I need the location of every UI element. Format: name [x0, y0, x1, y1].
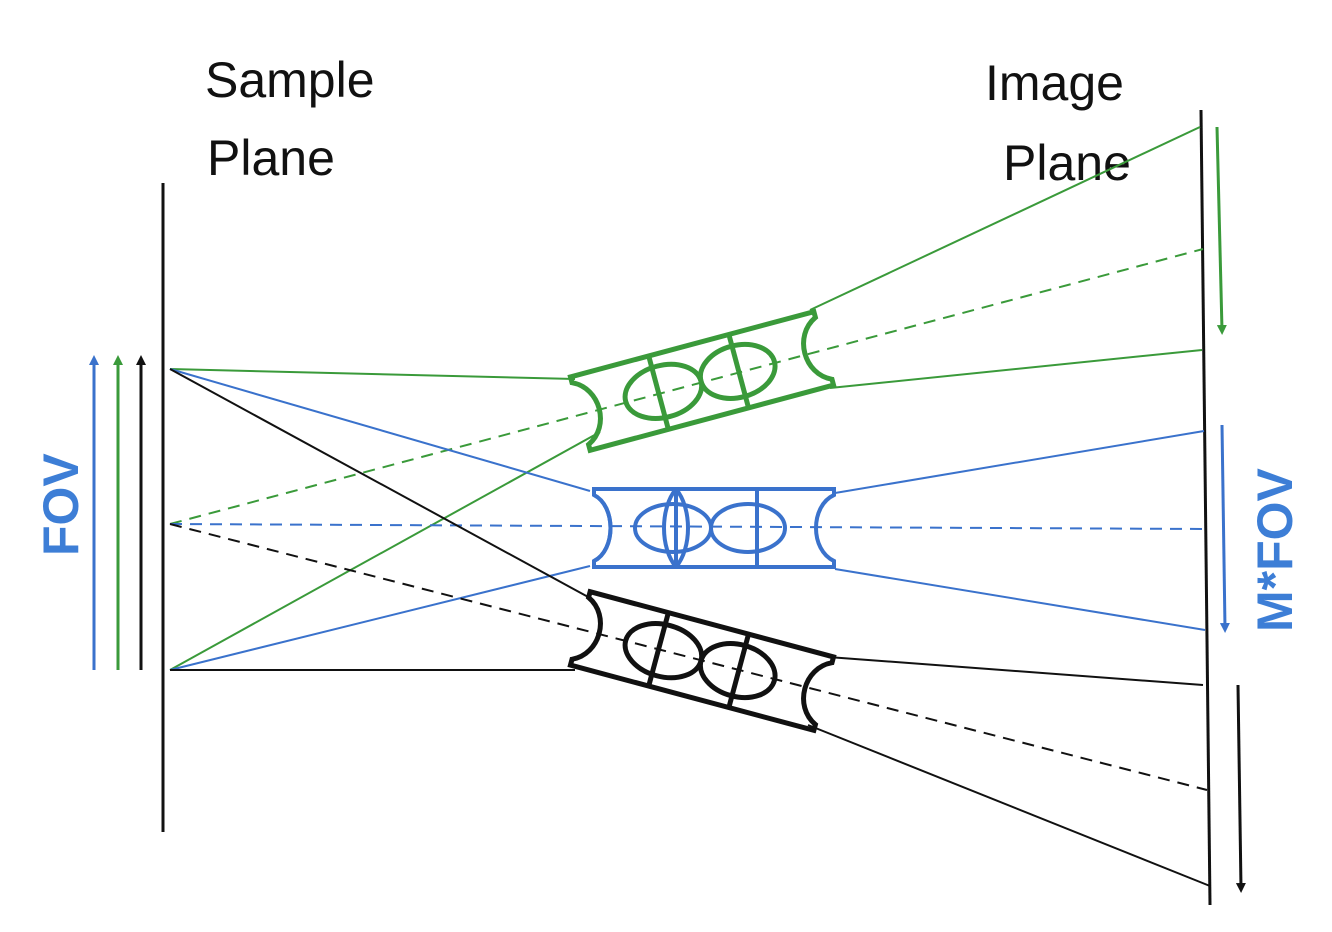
lens-system-green — [567, 308, 837, 454]
lens-system-black — [567, 588, 837, 734]
sample-plane-label-line1: Sample — [205, 52, 375, 108]
mfov-label: M*FOV — [1247, 467, 1303, 632]
image-arrow-blue — [1219, 424, 1230, 633]
fov-label: FOV — [33, 453, 89, 556]
lens-system-blue — [592, 487, 836, 569]
image-arrow-black — [1235, 684, 1246, 893]
image-plane-line — [1199, 109, 1212, 906]
image-plane-label-line1: Image — [985, 55, 1124, 111]
black-rays — [169, 368, 1211, 887]
green-rays — [169, 126, 1204, 671]
image-arrow-green — [1215, 126, 1227, 335]
blue-rays — [169, 368, 1206, 671]
image-plane-label-line2: Plane — [1003, 135, 1131, 191]
sample-plane-label-line2: Plane — [207, 130, 335, 186]
